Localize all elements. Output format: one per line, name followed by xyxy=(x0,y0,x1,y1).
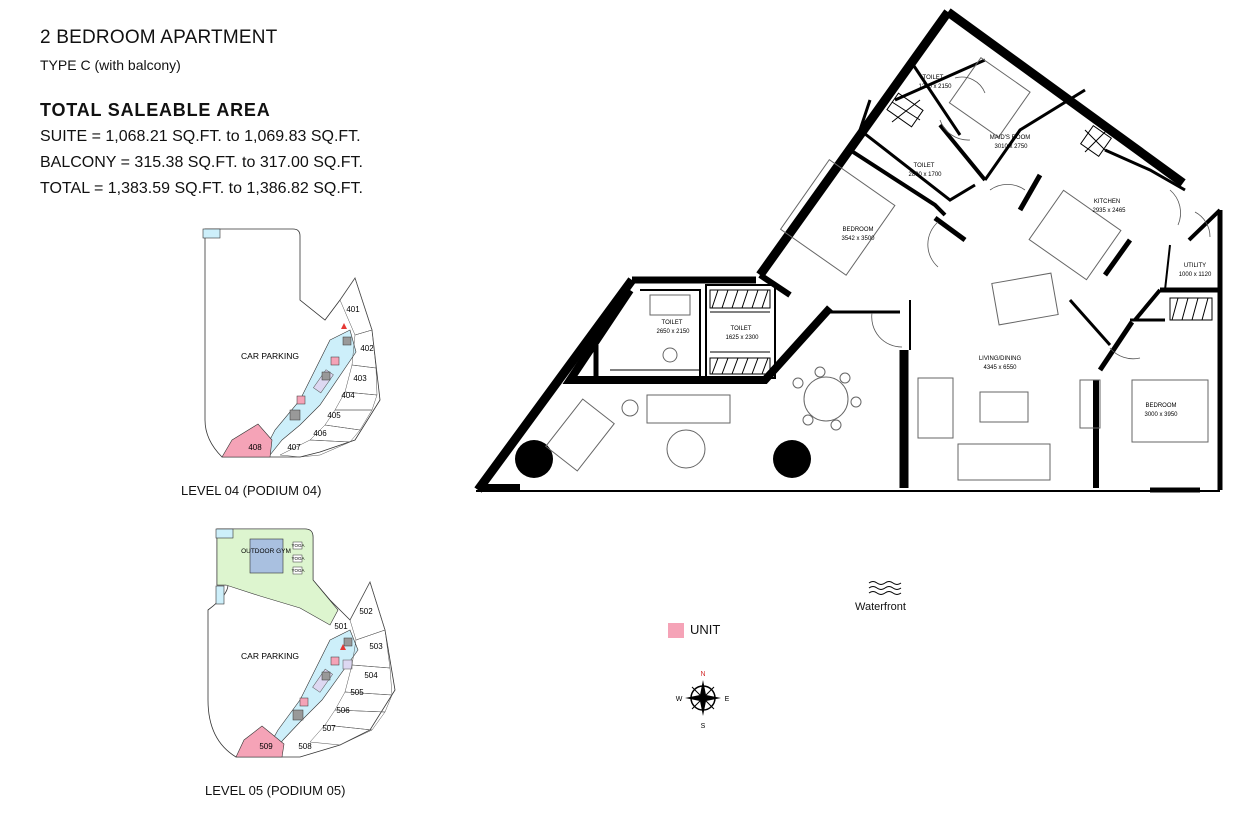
unit-505: 505 xyxy=(350,688,364,697)
room-living-name: LIVING/DINING xyxy=(979,356,1022,362)
car-parking-label: CAR PARKING xyxy=(241,651,299,661)
unit-legend-label: UNIT xyxy=(690,622,721,637)
unit-405: 405 xyxy=(327,411,341,420)
unit-402: 402 xyxy=(360,344,374,353)
room-utility-size: 1000 x 1120 xyxy=(1179,272,1212,278)
compass-west: W xyxy=(676,696,683,703)
unit-508: 508 xyxy=(298,742,312,751)
total-area: TOTAL = 1,383.59 SQ.FT. to 1,386.82 SQ.F… xyxy=(40,180,363,197)
room-maids-name: MAID'S ROOM xyxy=(990,135,1030,141)
car-parking-label: CAR PARKING xyxy=(241,351,299,361)
key-plan-level-04: CAR PARKING 401 402 403 404 405 406 407 … xyxy=(202,228,381,458)
unit-502: 502 xyxy=(359,607,373,616)
waves-icon xyxy=(868,581,902,595)
page-title: 2 BEDROOM APARTMENT xyxy=(40,27,278,48)
compass-north: N xyxy=(700,671,705,678)
unit-507: 507 xyxy=(322,724,336,733)
room-bedroom-2-name: BEDROOM xyxy=(1145,403,1176,409)
room-toilet-4-size: 1625 x 2300 xyxy=(725,335,759,341)
page-subtitle: TYPE C (with balcony) xyxy=(40,57,181,73)
room-living-size: 4345 x 6550 xyxy=(983,365,1017,371)
unit-509: 509 xyxy=(259,742,273,751)
unit-506: 506 xyxy=(336,706,350,715)
unit-407: 407 xyxy=(287,443,301,452)
area-heading: TOTAL SALEABLE AREA xyxy=(40,100,271,120)
yoga-label-3: YOGA xyxy=(291,568,304,573)
room-bedroom-1-name: BEDROOM xyxy=(842,227,873,233)
suite-area: SUITE = 1,068.21 SQ.FT. to 1,069.83 SQ.F… xyxy=(40,128,361,145)
waterfront-label: Waterfront xyxy=(855,601,906,613)
key-plan-level-05: OUTDOOR GYM YOGA YOGA YOGA CAR PARKING 5… xyxy=(207,528,396,758)
unit-404: 404 xyxy=(341,391,355,400)
room-kitchen-size: 2935 x 2465 xyxy=(1092,208,1126,214)
unit-401: 401 xyxy=(346,305,360,314)
room-utility-name: UTILITY xyxy=(1184,263,1206,269)
level-04-caption: LEVEL 04 (PODIUM 04) xyxy=(181,483,322,498)
unit-403: 403 xyxy=(353,374,367,383)
room-toilet-4-name: TOILET xyxy=(731,326,752,332)
unit-legend-swatch xyxy=(668,623,684,638)
unit-406: 406 xyxy=(313,429,327,438)
unit-408: 408 xyxy=(248,443,262,452)
outdoor-gym-label: OUTDOOR GYM xyxy=(241,548,291,555)
room-bedroom-1-size: 3542 x 3500 xyxy=(841,236,875,242)
room-toilet-3-name: TOILET xyxy=(662,320,683,326)
compass-south: S xyxy=(701,723,706,730)
yoga-label-2: YOGA xyxy=(291,556,304,561)
room-kitchen-name: KITCHEN xyxy=(1094,199,1120,205)
floor-plan: TOILET 1200 x 2150 MAID'S ROOM 3010 x 27… xyxy=(474,8,1223,493)
unit-504: 504 xyxy=(364,671,378,680)
room-toilet-3-size: 2650 x 2150 xyxy=(656,329,690,335)
room-maids-size: 3010 x 2750 xyxy=(994,144,1028,150)
room-toilet-1-size: 1200 x 2150 xyxy=(918,84,952,90)
compass-east: E xyxy=(725,696,730,703)
unit-501: 501 xyxy=(334,622,348,631)
level-05-caption: LEVEL 05 (PODIUM 05) xyxy=(205,783,346,798)
unit-503: 503 xyxy=(369,642,383,651)
yoga-label-1: YOGA xyxy=(291,543,304,548)
room-bedroom-2-size: 3000 x 3950 xyxy=(1144,412,1178,418)
room-toilet-1-name: TOILET xyxy=(923,75,944,81)
balcony-area: BALCONY = 315.38 SQ.FT. to 317.00 SQ.FT. xyxy=(40,154,363,171)
room-toilet-2-size: 2800 x 1700 xyxy=(908,172,942,178)
compass-icon: N S E W xyxy=(676,671,730,730)
room-toilet-2-name: TOILET xyxy=(914,163,935,169)
